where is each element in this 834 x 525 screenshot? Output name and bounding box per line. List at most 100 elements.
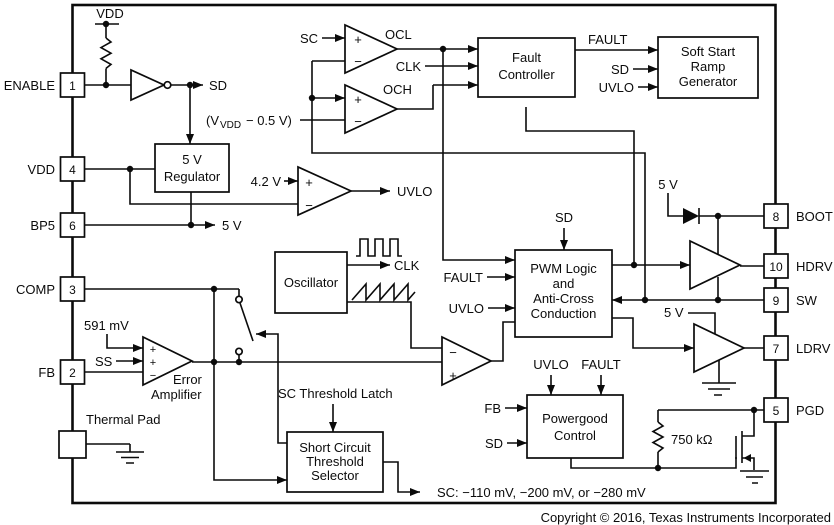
- comparator-uvlo: [297, 165, 354, 217]
- label-vvdd-pre: (V: [206, 113, 219, 128]
- pin-hdrv: 10 HDRV: [763, 253, 833, 279]
- pin-thermal-pad-box: [58, 430, 87, 459]
- block-powergood-control: Powergood Control: [526, 394, 624, 459]
- error-amplifier-icon: [142, 335, 194, 387]
- block-soft-start-line2: Ramp: [691, 59, 726, 74]
- clock-waveform-icon: [356, 238, 402, 257]
- inverter-bubble-icon: [163, 80, 172, 90]
- block-powergood-box: [526, 394, 624, 459]
- label-uvlo-out: UVLO: [397, 184, 432, 199]
- comparator-och: [344, 83, 400, 135]
- pwmcomp-plus: +: [449, 368, 457, 383]
- block-fault-controller-line2: Controller: [498, 67, 555, 82]
- pin-pgd-label: PGD: [796, 403, 824, 418]
- block-oscillator-label: Oscillator: [284, 275, 339, 290]
- pin-enable: 1 ENABLE: [4, 72, 86, 98]
- junction-dots: [102, 20, 758, 472]
- block-sc-selector-line2: Threshold: [306, 454, 364, 469]
- pin-hdrv-box: [763, 253, 789, 279]
- wire-boot-5v: [667, 193, 764, 217]
- pin-thermal-pad: Thermal Pad: [58, 412, 160, 459]
- block-5v-regulator-box: [154, 143, 230, 193]
- mosfet-icon: [735, 410, 769, 484]
- pin-boot-label: BOOT: [796, 209, 833, 224]
- label-ocl: OCL: [385, 27, 412, 42]
- pin-vdd-label: VDD: [28, 162, 55, 177]
- pin-fb-number: 2: [69, 366, 76, 380]
- label-sd-inverter: SD: [209, 78, 227, 93]
- wire-sw-sense: [311, 61, 646, 300]
- label-uvlo-pg: UVLO: [533, 357, 568, 372]
- wire-switch-control: [256, 330, 287, 444]
- block-pwm-line4: Conduction: [531, 306, 597, 321]
- pin-fb: 2 FB: [38, 359, 86, 385]
- ldrv-driver-icon: [693, 322, 746, 374]
- block-powergood-line1: Powergood: [542, 411, 608, 426]
- pin-ldrv-label: LDRV: [796, 341, 831, 356]
- label-sc-values: SC: −110 mV, −200 mV, or −280 mV: [437, 485, 646, 500]
- wire-och-out-elbow: [397, 85, 434, 110]
- pin-sw-label: SW: [796, 293, 818, 308]
- label-vvdd-sub: VDD: [220, 120, 241, 131]
- block-5v-regulator: 5 V Regulator: [154, 143, 230, 193]
- label-sd-ss: SD: [611, 62, 629, 77]
- ocl-minus: −: [354, 54, 362, 69]
- wire-591mv-in: [106, 334, 143, 352]
- pin-pgd: 5 PGD: [763, 397, 824, 423]
- label-sd-pwm: SD: [555, 210, 573, 225]
- label-fb-pg: FB: [484, 401, 501, 416]
- pin-thermal-pad-label: Thermal Pad: [86, 412, 160, 427]
- diode-icon: [683, 208, 699, 224]
- wire-ocl-to-pwm: [442, 49, 515, 264]
- label-clk-fault: CLK: [396, 59, 422, 74]
- pwm-comparator-icon: [441, 335, 493, 387]
- label-750k: 750 kΩ: [671, 432, 713, 447]
- label-fault-pg: FAULT: [581, 357, 621, 372]
- block-soft-start-ramp-generator: Soft Start Ramp Generator: [657, 36, 759, 99]
- pin-comp-box: [59, 276, 86, 302]
- label-och: OCH: [383, 82, 412, 97]
- wire-sc-out: [383, 461, 420, 496]
- block-pwm-box: [514, 249, 613, 338]
- pin-fb-box: [59, 359, 86, 385]
- pwmcomp-minus: −: [449, 345, 457, 360]
- block-pwm-line1: PWM Logic: [530, 261, 597, 276]
- pin-ldrv-number: 7: [773, 342, 780, 356]
- pin-comp-number: 3: [69, 283, 76, 297]
- label-fault-pwm: FAULT: [444, 270, 484, 285]
- inverter-icon: [130, 68, 167, 102]
- wire-fault-feedback: [525, 107, 635, 265]
- comparator-ocl: [344, 23, 400, 75]
- label-4v2: 4.2 V: [251, 174, 282, 189]
- pin-vdd-box: [59, 156, 86, 182]
- pin-pgd-box: [763, 397, 789, 423]
- ea-plus2: +: [150, 357, 156, 369]
- label-uvlo-pwm: UVLO: [449, 301, 484, 316]
- switch-contact-top-icon: [234, 295, 244, 304]
- block-oscillator-box: [274, 251, 348, 314]
- pin-boot: 8 BOOT: [763, 203, 833, 229]
- wire-powergood-out: [570, 457, 737, 469]
- pin-enable-box: [59, 72, 86, 98]
- pin-sw-number: 9: [773, 294, 780, 308]
- block-pwm-line2: and: [553, 276, 575, 291]
- block-sc-selector-line3: Selector: [311, 468, 359, 483]
- pin-sw-box: [763, 287, 789, 313]
- pin-ldrv-box: [763, 335, 789, 361]
- resistor-icon: [99, 37, 113, 70]
- mosfet-arrow-icon: [743, 454, 751, 462]
- pin-enable-number: 1: [69, 79, 76, 93]
- label-vdd-top: VDD: [96, 6, 123, 21]
- block-fault-controller-box: [477, 37, 576, 98]
- hdrv-driver-icon: [689, 239, 742, 291]
- wire-ea-to-selector: [213, 362, 287, 484]
- block-soft-start-line3: Generator: [679, 74, 738, 89]
- pin-hdrv-number: 10: [769, 260, 783, 274]
- label-591mv: 591 mV: [84, 318, 129, 333]
- ground-icon-thermal: [86, 443, 144, 464]
- block-soft-start-box: [657, 36, 759, 99]
- pin-comp: 3 COMP: [16, 276, 86, 302]
- label-sd-pg: SD: [485, 436, 503, 451]
